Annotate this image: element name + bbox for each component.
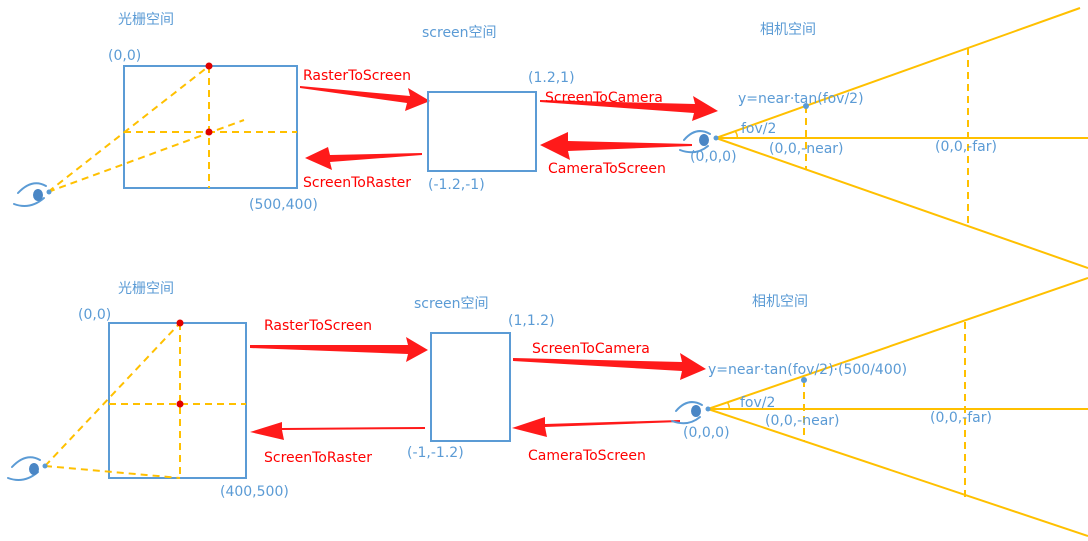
bottom-camera-title: 相机空间 xyxy=(752,294,808,310)
top-arrow-screen-to-raster xyxy=(305,147,422,170)
top-screen-bottom-label: (-1.2,-1) xyxy=(428,177,485,193)
top-arrow-c2s-label: CameraToScreen xyxy=(548,161,666,177)
bottom-diagram: 光栅空间 screen空间 相机空间 (0,0) (400,500) Raste… xyxy=(7,277,1088,537)
top-near-label: (0,0,-near) xyxy=(769,141,844,157)
bottom-eye-ray-2 xyxy=(44,465,181,479)
top-raster-origin-label: (0,0) xyxy=(108,48,141,64)
top-arrow-s2c-label: ScreenToCamera xyxy=(545,90,663,106)
top-arrow-r2s-label: RasterToScreen xyxy=(303,68,411,84)
bottom-screen-title: screen空间 xyxy=(414,296,489,312)
bottom-near-point xyxy=(801,377,807,383)
eye-icon xyxy=(679,130,719,154)
top-fov-arc xyxy=(734,130,738,139)
top-screen-top-label: (1.2,1) xyxy=(528,70,575,86)
bottom-frustum-bottom xyxy=(707,408,1088,537)
bottom-arrow-raster-to-screen xyxy=(250,337,428,362)
bottom-eye-ray-1 xyxy=(44,322,181,467)
top-raster-box xyxy=(123,65,298,189)
top-fov-label: fov/2 xyxy=(741,121,776,137)
bottom-raster-corner-label: (400,500) xyxy=(220,484,289,500)
bottom-fov-label: fov/2 xyxy=(740,395,775,411)
top-frustum-bottom xyxy=(715,137,1088,269)
bottom-frustum-top xyxy=(707,277,1088,410)
eye-icon xyxy=(671,401,711,425)
top-eye-ray-1 xyxy=(47,65,210,193)
top-arrow-camera-to-screen xyxy=(540,132,692,160)
bottom-arrow-c2s-label: CameraToScreen xyxy=(528,448,646,464)
top-screen-title: screen空间 xyxy=(422,25,497,41)
bottom-arrow-s2r-label: ScreenToRaster xyxy=(264,450,372,466)
bottom-raster-title: 光栅空间 xyxy=(118,281,174,297)
top-screen-box xyxy=(427,91,537,172)
top-near-point xyxy=(803,103,809,109)
bottom-y-formula: y=near·tan(fov/2)·(500/400) xyxy=(708,362,907,378)
top-frustum-top xyxy=(715,7,1081,139)
bottom-screen-top-label: (1,1.2) xyxy=(508,313,555,329)
bottom-near-label: (0,0,-near) xyxy=(765,413,840,429)
top-far-label: (0,0,-far) xyxy=(935,139,997,155)
bottom-screen-box xyxy=(430,332,511,442)
top-raster-dot-center xyxy=(205,128,213,136)
top-eye-ray-2 xyxy=(47,119,245,193)
top-arrow-raster-to-screen xyxy=(300,86,430,111)
eye-icon xyxy=(13,182,52,207)
bottom-arrow-s2c-label: ScreenToCamera xyxy=(532,341,650,357)
bottom-far-label: (0,0,-far) xyxy=(930,410,992,426)
bottom-arrow-screen-to-raster xyxy=(250,422,425,440)
top-arrow-screen-to-camera xyxy=(540,96,718,121)
top-y-formula: y=near·tan(fov/2) xyxy=(738,91,864,107)
bottom-screen-bottom-label: (-1,-1.2) xyxy=(407,445,464,461)
top-raster-corner-label: (500,400) xyxy=(249,197,318,213)
bottom-raster-dot-top xyxy=(176,319,184,327)
bottom-raster-origin-label: (0,0) xyxy=(78,307,111,323)
bottom-cam-origin-label: (0,0,0) xyxy=(683,425,730,441)
bottom-raster-dot-center xyxy=(176,400,184,408)
bottom-fov-arc xyxy=(726,401,730,410)
bottom-arrow-camera-to-screen xyxy=(512,417,680,437)
bottom-arrow-r2s-label: RasterToScreen xyxy=(264,318,372,334)
top-raster-title: 光栅空间 xyxy=(118,12,174,28)
top-raster-dot-top xyxy=(205,62,213,70)
top-diagram: 光栅空间 screen空间 相机空间 (0,0) (500,400) Raste… xyxy=(13,7,1088,269)
bottom-arrow-screen-to-camera xyxy=(513,353,706,380)
bottom-raster-box xyxy=(108,322,247,479)
top-camera-title: 相机空间 xyxy=(760,22,816,38)
eye-icon xyxy=(7,456,48,481)
top-arrow-s2r-label: ScreenToRaster xyxy=(303,175,411,191)
top-cam-origin-label: (0,0,0) xyxy=(690,149,737,165)
